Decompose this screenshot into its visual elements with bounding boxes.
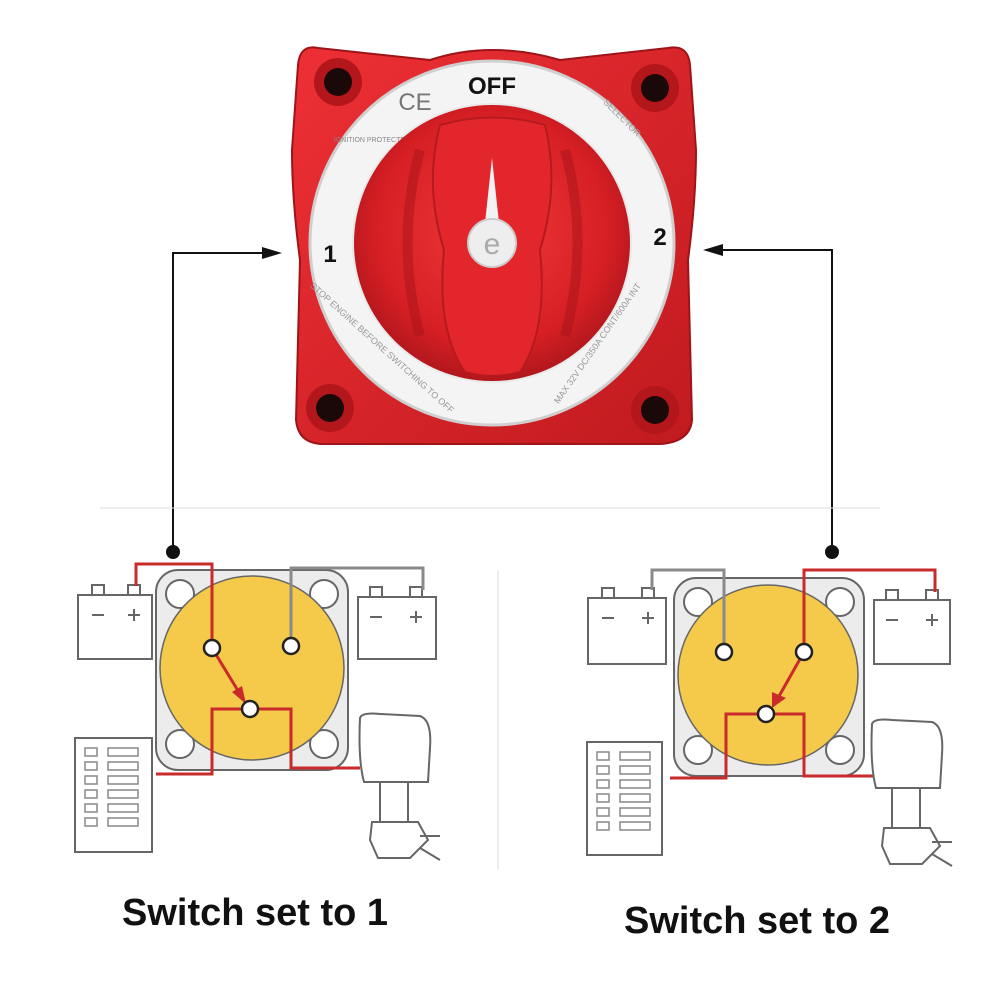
- battery-switch: OFF CE IGNITION PROTECTED SELECTOR 1 2 S…: [290, 46, 698, 445]
- fuse-panel-icon: [586, 741, 663, 856]
- rotor-disc: [677, 584, 859, 766]
- position-2-label: 2: [653, 224, 666, 251]
- position-1-label: 1: [323, 241, 336, 268]
- arrow-left-icon: [703, 244, 723, 256]
- ignition-protected-text: IGNITION PROTECTED: [334, 137, 410, 144]
- rotor-disc: [159, 575, 345, 761]
- wiring-diagram-position-1: [74, 562, 441, 861]
- battery-2-icon: [873, 589, 951, 665]
- knob-hub: [467, 218, 517, 268]
- mount-hole-top-left: [314, 58, 362, 106]
- outboard-motor-icon: [870, 718, 953, 867]
- battery-1-icon: [587, 587, 667, 665]
- hub-logo: e: [484, 228, 501, 261]
- knob-pointer: [484, 158, 500, 232]
- outboard-motor-icon: [358, 712, 441, 861]
- caption-switch-set-to-2: Switch set to 2: [624, 900, 891, 942]
- mount-hole-bottom-left: [306, 384, 354, 432]
- battery-1-icon: [77, 584, 153, 660]
- battery-2-icon: [357, 586, 437, 660]
- arrow-right-icon: [262, 247, 282, 259]
- mount-hole-top-right: [631, 64, 679, 112]
- mount-hole-bottom-right: [631, 386, 679, 434]
- fuse-panel-icon: [74, 737, 153, 853]
- connector-left: [166, 247, 282, 559]
- off-label: OFF: [468, 73, 516, 100]
- connector-right: [703, 244, 839, 559]
- ce-mark: CE: [398, 89, 431, 116]
- caption-switch-set-to-1: Switch set to 1: [122, 892, 389, 934]
- wiring-diagram-position-2: [586, 568, 953, 867]
